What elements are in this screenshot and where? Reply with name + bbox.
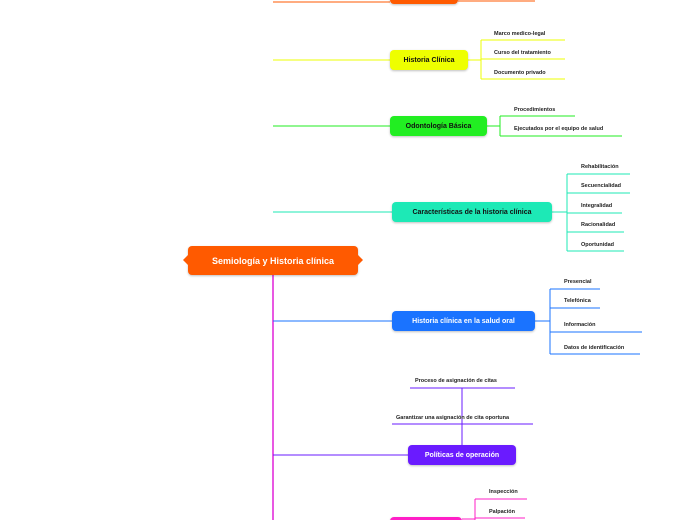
leaf-inspeccion[interactable]: Inspección [489, 489, 518, 495]
leaf-oportunidad[interactable]: Oportunidad [581, 242, 614, 248]
topic-politicas-operacion-label: Políticas de operación [424, 451, 500, 459]
cut-off-top-node[interactable] [390, 0, 458, 4]
leaf-ejecutados-equipo[interactable]: Ejecutados por el equipo de salud [514, 126, 604, 132]
root-right-tip [358, 255, 363, 265]
leaf-secuencialidad[interactable]: Secuencialidad [581, 183, 622, 189]
leaf-informacion[interactable]: Información [564, 322, 596, 328]
leaf-rehabilitacion[interactable]: Rehabilitación [581, 164, 619, 170]
leaf-racionalidad[interactable]: Racionalidad [581, 222, 616, 228]
root-topic-node[interactable]: Semiología y Historia clínica [188, 246, 358, 275]
root-left-tip [183, 255, 188, 265]
leaf-documento-privado[interactable]: Documento privado [494, 70, 546, 76]
topic-politicas-operacion[interactable]: Políticas de operación [408, 445, 516, 465]
leaf-telefonica[interactable]: Telefónica [564, 298, 591, 304]
topic-historia-salud-oral-label: Historia clínica en la salud oral [412, 317, 515, 325]
topic-caracteristicas-label: Características de la historia clínica [412, 208, 532, 216]
root-topic-label: Semiología y Historia clínica [211, 255, 335, 266]
topic-odontologia-basica[interactable]: Odontología Básica [390, 116, 487, 136]
topic-examen-cut-off[interactable] [390, 517, 462, 520]
leaf-curso-tratamiento[interactable]: Curso del tratamiento [494, 50, 551, 56]
topic-historia-clinica[interactable]: Historia Clínica [390, 50, 468, 70]
leaf-presencial[interactable]: Presencial [564, 279, 592, 285]
leaf-garantizar-asignacion[interactable]: Garantizar una asignación de cita oportu… [396, 415, 510, 421]
leaf-integralidad[interactable]: Integralidad [581, 203, 613, 209]
leaf-procedimientos[interactable]: Procedimientos [514, 107, 556, 113]
leaf-palpacion[interactable]: Palpación [489, 509, 515, 515]
topic-historia-salud-oral[interactable]: Historia clínica en la salud oral [392, 311, 535, 331]
leaf-datos-identificacion[interactable]: Datos de identificación [564, 345, 625, 351]
topic-historia-clinica-label: Historia Clínica [403, 56, 455, 64]
topic-caracteristicas[interactable]: Características de la historia clínica [392, 202, 552, 222]
topic-odontologia-basica-label: Odontología Básica [405, 122, 472, 130]
leaf-proceso-asignacion[interactable]: Proceso de asignación de citas [415, 378, 497, 384]
leaf-marco-medico-legal[interactable]: Marco medico-legal [494, 31, 546, 37]
